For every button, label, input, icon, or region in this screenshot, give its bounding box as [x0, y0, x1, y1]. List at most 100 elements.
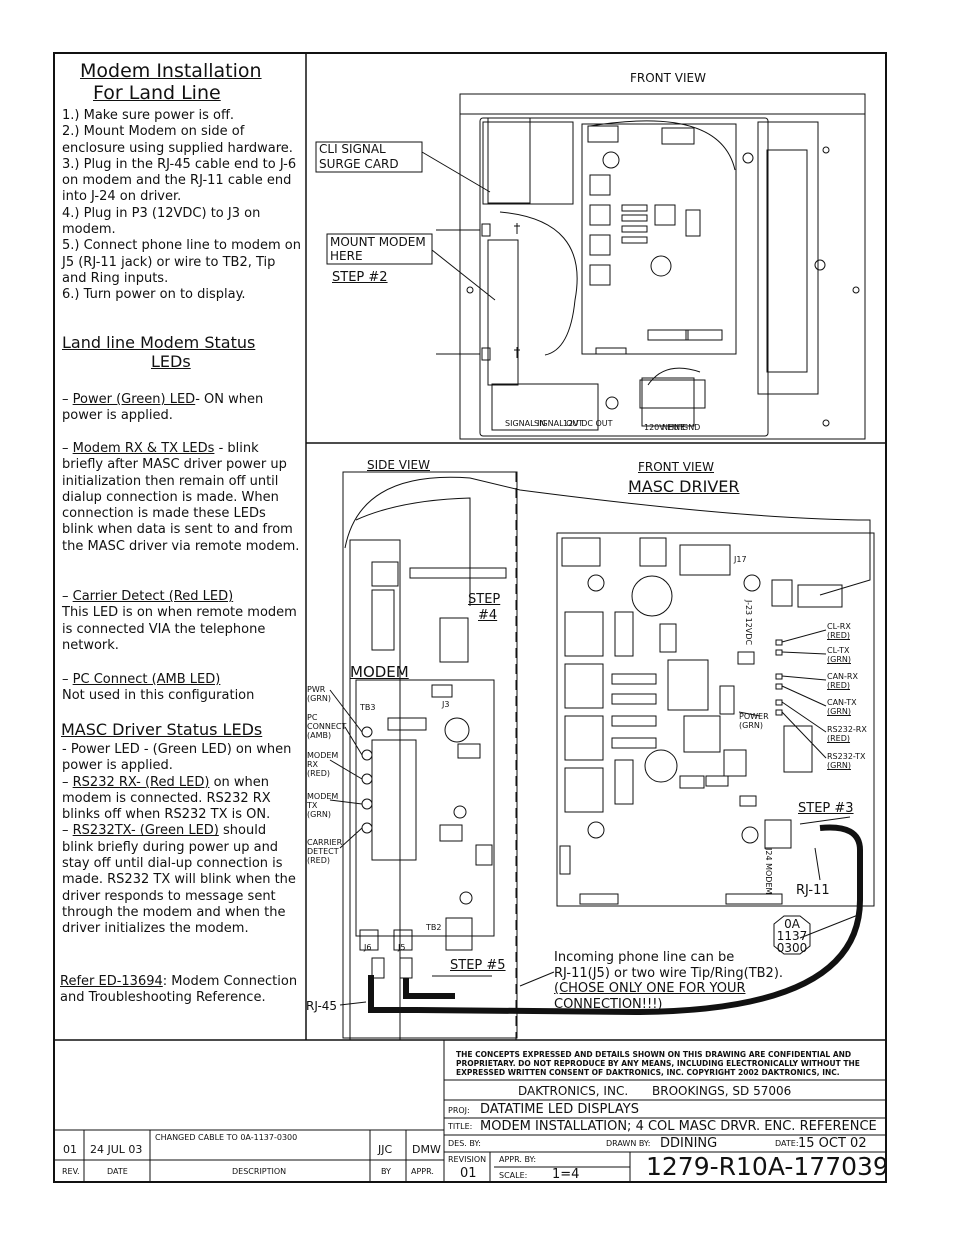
power-led-label: Power (Green) LED — [72, 392, 196, 407]
can-rx-name: CAN-RX — [827, 672, 858, 681]
rev-header-by: BY — [381, 1167, 391, 1176]
step-3-label: STEP #3 — [798, 801, 854, 816]
des-by-label: DES. BY: — [448, 1139, 481, 1148]
mount-modem-1: MOUNT MODEM — [330, 235, 426, 249]
can-tx-name: CAN-TX — [827, 698, 857, 707]
date-label: DATE: — [775, 1139, 799, 1148]
incoming-line-4: CONNECTION!!!) — [554, 997, 663, 1012]
pc-connect-desc: – PC Connect (AMB LED)Not used in this c… — [62, 672, 255, 704]
tb2-label: TB2 — [426, 923, 442, 932]
modem-led-pwr: PWR (GRN) — [307, 685, 331, 703]
tb-signal-out: SIGNAL OUT — [534, 419, 584, 428]
cli-signal-1: CLI SIGNAL — [319, 142, 386, 156]
refer-desc: Refer ED-13694: Modem Connection and Tro… — [60, 974, 298, 1007]
refer-label: Refer ED-13694 — [60, 974, 163, 989]
instructions: 1.) Make sure power is off. 2.) Mount Mo… — [62, 108, 302, 304]
rev-header-date: DATE — [107, 1167, 128, 1176]
title-block-grid — [54, 1040, 886, 1182]
title-value: MODEM INSTALLATION; 4 COL MASC DRVR. ENC… — [480, 1119, 877, 1134]
rs232tx-label: RS232TX- (Green LED) — [72, 823, 219, 839]
rev-row-by: JJC — [378, 1143, 393, 1156]
tb-gnd: GND — [682, 423, 701, 432]
rs232rx-label: RS232 RX- (Red LED) — [72, 774, 210, 790]
scale-label: SCALE: — [499, 1171, 528, 1180]
step-6: 6.) Turn power on to display. — [62, 287, 246, 303]
rs232-tx-color: (GRN) — [827, 761, 851, 770]
incoming-line-2: RJ-11(J5) or two wire Tip/Ring(TB2). — [554, 966, 784, 981]
rj45-label: RJ-45 — [306, 999, 338, 1013]
power-led-desc: – Power (Green) LED- ON when power is ap… — [62, 392, 264, 424]
modem-led-carrier-detect: CARRIER DETECT (RED) — [307, 838, 343, 865]
pc-label: PC Connect (AMB LED) — [72, 672, 221, 687]
pc-text: Not used in this configuration — [62, 688, 255, 704]
title-line-2: For Land Line — [93, 82, 221, 104]
company-location: BROOKINGS, SD 57006 — [652, 1084, 792, 1098]
driver-led-can-tx: CAN-TX(GRN) — [827, 698, 857, 716]
rs232-rx-color: (RED) — [827, 734, 851, 743]
confidential-notice: THE CONCEPTS EXPRESSED AND DETAILS SHOWN… — [456, 1050, 860, 1077]
modem-label: MODEM — [350, 663, 409, 681]
rev-header-rev: REV. — [62, 1167, 80, 1176]
land-leds-title-2: LEDs — [151, 352, 191, 371]
land-leds-title-1: Land line Modem Status — [62, 333, 256, 352]
revision-value: 01 — [460, 1166, 477, 1181]
step-5-label: STEP #5 — [450, 958, 506, 973]
j3-label: J3 — [442, 700, 450, 709]
front-view-bottom: FRONT VIEW — [638, 460, 715, 474]
badge-line-1: 0A — [784, 917, 800, 931]
cl-rx-color: (RED) — [827, 631, 851, 640]
j6-label: J6 — [364, 943, 372, 952]
driver-led-can-rx: CAN-RX(RED) — [827, 672, 858, 690]
step-4: 4.) Plug in P3 (12VDC) to J3 on modem. — [62, 205, 261, 238]
mount-modem-box — [326, 233, 433, 265]
leader-mount — [431, 249, 496, 301]
enclosure-front-view — [459, 93, 866, 440]
can-rx-color: (RED) — [827, 681, 851, 690]
rs232-rx-name: RS232-RX — [827, 725, 867, 734]
drawing-number: 1279-R10A-177039 — [646, 1152, 889, 1181]
cli-signal-2: SURGE CARD — [319, 157, 399, 171]
driver-led-rs232-tx: RS232-TX(GRN) — [827, 752, 865, 770]
step-3: 3.) Plug in the RJ-45 cable end to J-6 o… — [62, 156, 297, 205]
modem-driver-cable — [417, 824, 863, 1016]
mount-modem-2: HERE — [330, 249, 363, 263]
cl-rx-name: CL-RX — [827, 622, 851, 631]
cl-tx-name: CL-TX — [827, 646, 850, 655]
modem-led-tx: MODEM TX (GRN) — [307, 792, 339, 819]
leader-cli — [421, 151, 491, 193]
scale-value: 1=4 — [552, 1167, 580, 1182]
proj-label: PROJ: — [448, 1106, 470, 1115]
step-1: 1.) Make sure power is off. — [62, 108, 235, 123]
refer-text: : Modem Connection and Troubleshooting R… — [60, 974, 298, 1006]
cd-label: Carrier Detect (Red LED) — [72, 589, 234, 604]
rev-header-appr: APPR. — [411, 1167, 434, 1176]
drawn-by-value: DDINING — [660, 1136, 718, 1151]
modem-led-rx: MODEM RX (RED) — [307, 751, 339, 778]
side-view-label: SIDE VIEW — [367, 458, 430, 472]
j23-label: J-23 12VDC — [744, 600, 753, 646]
tb-120v-line: 120V LINE — [644, 423, 686, 432]
rs232rx-text: on when modem is connected. RS232 RX bli… — [62, 774, 271, 823]
j24-label: J24 MODEM — [764, 848, 773, 895]
rxtx-text: - blink briefly after MASC driver power … — [62, 441, 300, 554]
driver-led-cl-rx: CL-RX(RED) — [827, 622, 851, 640]
rev-row-date: 24 JUL 03 — [90, 1143, 143, 1156]
masc-driver-board — [329, 532, 875, 907]
step-2: 2.) Mount Modem on side of enclosure usi… — [62, 124, 293, 156]
mounting-screws — [436, 223, 520, 361]
title-line-1: Modem Installation — [80, 60, 262, 82]
masc-leds-title: MASC Driver Status LEDs — [61, 720, 263, 739]
part-badge: 0A 1137 0300 — [774, 918, 810, 954]
incoming-line-1: Incoming phone line can be — [554, 950, 735, 965]
carrier-detect-desc: – Carrier Detect (Red LED)This LED is on… — [62, 589, 297, 653]
rev-header-desc: DESCRIPTION — [232, 1167, 287, 1176]
masc-driver-title: MASC DRIVER — [628, 477, 740, 496]
rxtx-label: Modem RX & TX LEDs — [72, 441, 215, 456]
rj45-cable — [368, 975, 418, 1013]
rs232tx-text: should blink briefly during power up and… — [62, 823, 296, 937]
rev-row-rev: 01 — [63, 1143, 77, 1156]
rj11-phone-cable — [403, 978, 455, 999]
tb-signal-in: SIGNAL IN — [505, 419, 546, 428]
side-view — [342, 471, 871, 1041]
tb3-label: TB3 — [360, 703, 376, 712]
